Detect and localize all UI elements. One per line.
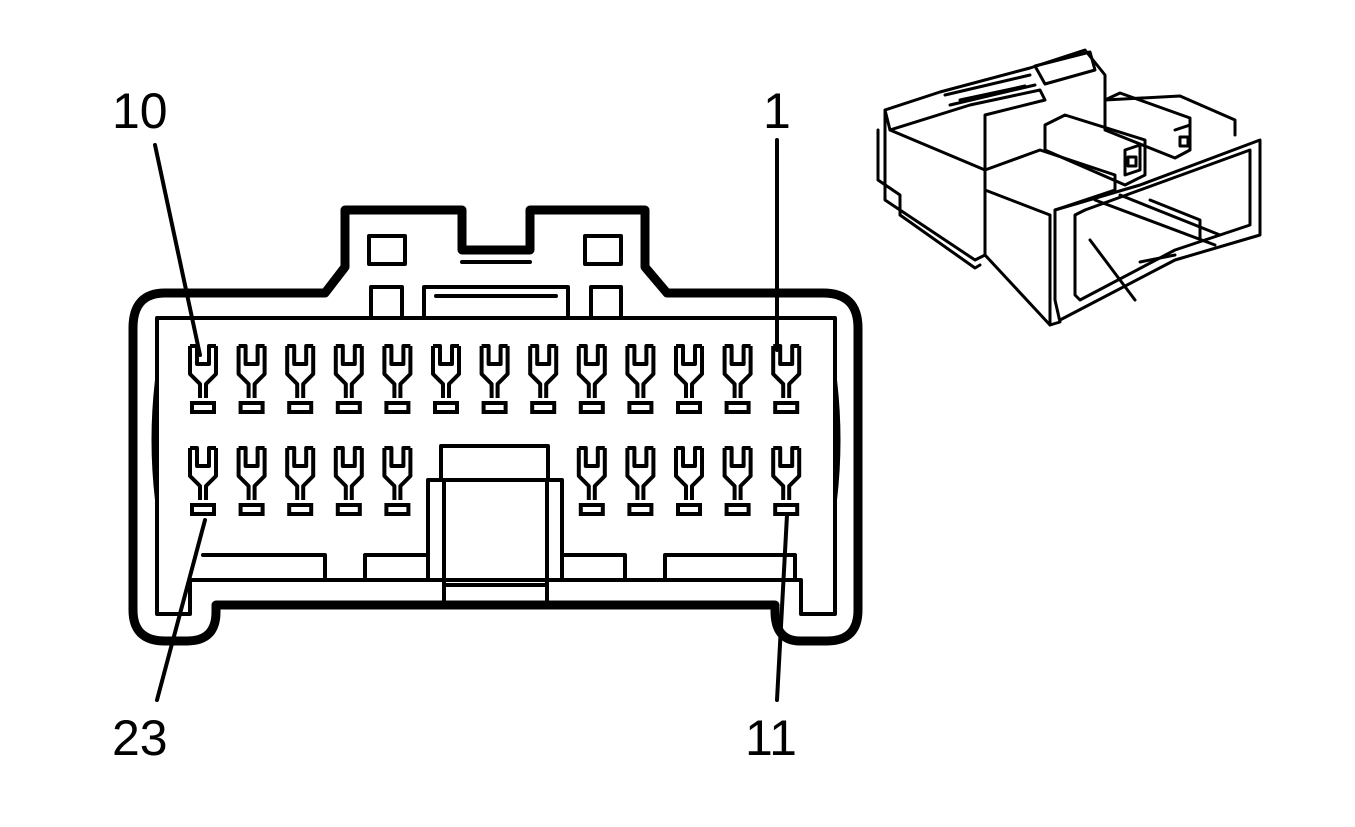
center-key-top xyxy=(439,444,550,482)
iso-latch-window-right xyxy=(1178,135,1190,148)
iso-shroud-outer xyxy=(983,148,1117,327)
bottom-ledges xyxy=(201,553,797,582)
terminal-pin xyxy=(236,344,267,414)
terminal-pin xyxy=(431,344,461,414)
iso-body-left xyxy=(883,108,987,262)
connector-face xyxy=(128,138,863,702)
iso-ribs xyxy=(943,50,1097,107)
pin-row-bottom xyxy=(188,446,802,516)
center-key-body xyxy=(426,478,564,605)
iso-latch-window-left xyxy=(1126,155,1138,168)
latch-window-left xyxy=(367,234,407,266)
pin-label-1: 1 xyxy=(763,83,791,139)
terminal-pin xyxy=(382,344,413,414)
iso-body-top xyxy=(883,48,1237,137)
terminal-pin xyxy=(285,446,316,516)
terminal-pin xyxy=(722,344,753,414)
latch-window-right xyxy=(583,234,623,266)
pin-label-11: 11 xyxy=(745,710,797,766)
leader-line-pin-10 xyxy=(153,143,202,357)
iso-shroud-inner xyxy=(1073,148,1252,302)
iso-body-side xyxy=(888,88,1047,172)
terminal-pin xyxy=(285,344,316,414)
latch-post-left xyxy=(369,285,404,320)
terminal-pin xyxy=(625,446,656,516)
terminal-pin xyxy=(576,344,607,414)
pin-label-10: 10 xyxy=(112,83,168,139)
iso-shroud-slots xyxy=(1088,193,1222,302)
pin-label-23: 23 xyxy=(112,710,168,766)
iso-latch-left xyxy=(1043,113,1147,187)
terminal-pin xyxy=(625,344,656,414)
terminal-pin xyxy=(479,344,510,414)
terminal-pin xyxy=(188,446,218,516)
latch-bar xyxy=(422,285,570,320)
terminal-pin xyxy=(333,446,364,516)
terminal-pin xyxy=(236,446,267,516)
connector-isometric-view xyxy=(876,48,1262,327)
leader-line-pin-23 xyxy=(155,518,207,702)
side-rib-right xyxy=(833,378,841,502)
terminal-pin xyxy=(674,446,704,516)
side-rib-left xyxy=(151,378,159,502)
terminal-pin xyxy=(771,446,802,516)
terminal-pin xyxy=(576,446,607,516)
iso-latch-right xyxy=(1103,91,1192,160)
latch-post-right xyxy=(589,285,623,320)
pin-row-top xyxy=(188,344,802,414)
terminal-pin xyxy=(722,446,753,516)
terminal-pin xyxy=(528,344,559,414)
terminal-pin xyxy=(771,344,802,414)
iso-body-shell xyxy=(876,128,982,270)
iso-shroud-body xyxy=(983,138,1262,327)
leader-line-pin-11 xyxy=(775,513,789,702)
terminal-pin xyxy=(382,446,413,516)
terminal-pin xyxy=(333,344,364,414)
terminal-pin xyxy=(188,344,218,414)
terminal-pin xyxy=(674,344,704,414)
housing-outline xyxy=(128,205,863,646)
